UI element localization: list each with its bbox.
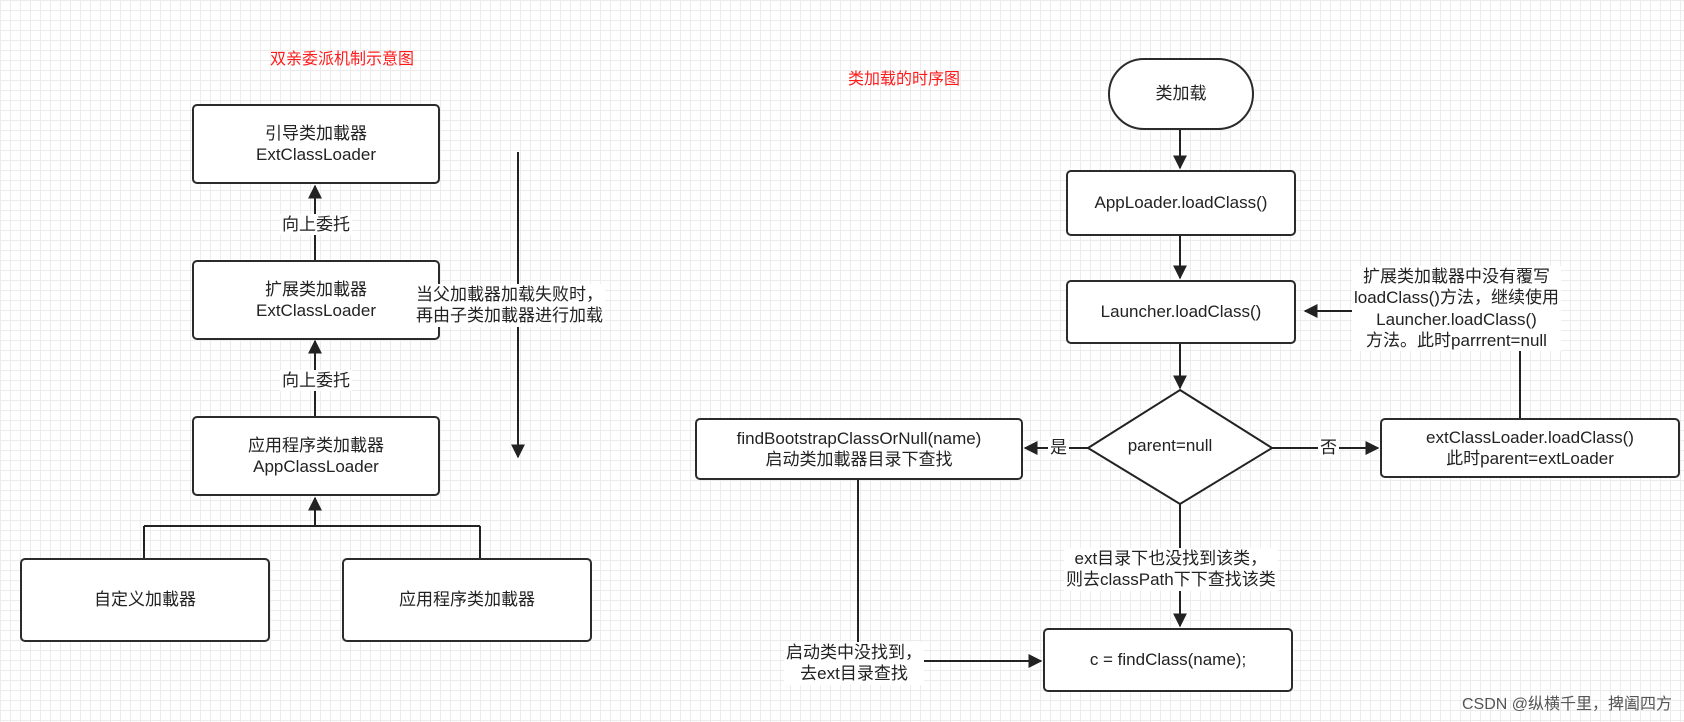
app-loader-child-box: 应用程序类加載器 — [342, 558, 592, 642]
ext-note-line-4: 方法。此时parrrent=null — [1366, 330, 1547, 350]
find-bootstrap-method: findBootstrapClassOrNull(name) — [736, 428, 982, 448]
bootstrap-loader-box: 引导类加載器 ExtClassLoader — [192, 104, 440, 184]
launcher-loadclass-label: Launcher.loadClass() — [1100, 302, 1262, 322]
launcher-loadclass-box: Launcher.loadClass() — [1066, 280, 1296, 344]
bootstrap-loader-class: ExtClassLoader — [255, 145, 376, 164]
ext-note-line-2: loadClass()方法，继续使用 — [1354, 288, 1559, 308]
delegate-up-label-1: 向上委托 — [280, 214, 352, 236]
watermark: CSDN @纵横千里，捭阖四方 — [1461, 696, 1672, 713]
fallback-note-line-1: 当父加載器加载失败时， — [416, 285, 603, 304]
fallback-note-line-2: 再由子类加載器进行加载 — [416, 306, 603, 326]
delegate-up-label-2: 向上委托 — [280, 370, 352, 392]
ext-note-line-1: 扩展类加載器中没有覆写 — [1362, 267, 1550, 286]
extension-loader-box: 扩展类加載器 ExtClassLoader — [192, 260, 440, 340]
fallback-note: 当父加載器加载失败时， 再由子类加載器进行加载 — [414, 284, 605, 327]
ext-note: 扩展类加載器中没有覆写 loadClass()方法，继续使用 Launcher.… — [1352, 266, 1561, 351]
bootstrap-not-found-line-1: 启动类中没找到， — [786, 643, 922, 662]
decision-label: parent=null — [1127, 436, 1213, 455]
yes-label: 是 — [1048, 437, 1069, 459]
left-diagram-title: 双亲委派机制示意图 — [270, 51, 415, 68]
ext-not-found-line-1: ext目录下也没找到该类， — [1074, 549, 1268, 568]
bootstrap-loader-name: 引导类加載器 — [264, 123, 367, 143]
bootstrap-not-found-line-2: 去ext目录查找 — [800, 664, 908, 684]
extension-loader-name: 扩展类加載器 — [264, 279, 367, 299]
ext-loadclass-box: extClassLoader.loadClass() 此时parent=extL… — [1380, 418, 1680, 478]
find-bootstrap-desc: 启动类加載器目录下查找 — [765, 450, 953, 469]
start-node: 类加载 — [1108, 58, 1254, 130]
app-loader-child-label: 应用程序类加載器 — [399, 590, 535, 610]
application-loader-name: 应用程序类加載器 — [248, 435, 384, 455]
apploader-loadclass-box: AppLoader.loadClass() — [1066, 170, 1296, 236]
apploader-loadclass-label: AppLoader.loadClass() — [1094, 193, 1268, 213]
bootstrap-not-found-note: 启动类中没找到， 去ext目录查找 — [784, 642, 924, 685]
application-loader-class: AppClassLoader — [253, 457, 379, 476]
ext-loadclass-method: extClassLoader.loadClass() — [1426, 427, 1634, 447]
ext-note-line-3: Launcher.loadClass() — [1376, 309, 1537, 329]
custom-loader-label: 自定义加載器 — [94, 590, 196, 610]
extension-loader-class: ExtClassLoader — [255, 301, 376, 320]
application-loader-box: 应用程序类加載器 AppClassLoader — [192, 416, 440, 496]
arrow-bootstrap-to-findclass — [857, 480, 1043, 668]
ext-not-found-line-2: 则去classPath下下查找该类 — [1066, 570, 1276, 590]
find-class-label: c = findClass(name); — [1089, 650, 1247, 670]
ext-loadclass-desc: 此时parent=extLoader — [1446, 449, 1614, 468]
find-class-box: c = findClass(name); — [1043, 628, 1293, 692]
custom-loader-box: 自定义加載器 — [20, 558, 270, 642]
ext-not-found-note: ext目录下也没找到该类， 则去classPath下下查找该类 — [1064, 548, 1278, 591]
start-node-label: 类加载 — [1155, 84, 1207, 104]
find-bootstrap-box: findBootstrapClassOrNull(name) 启动类加載器目录下… — [695, 418, 1023, 480]
right-diagram-title: 类加载的时序图 — [848, 71, 961, 88]
no-label: 否 — [1318, 437, 1339, 459]
